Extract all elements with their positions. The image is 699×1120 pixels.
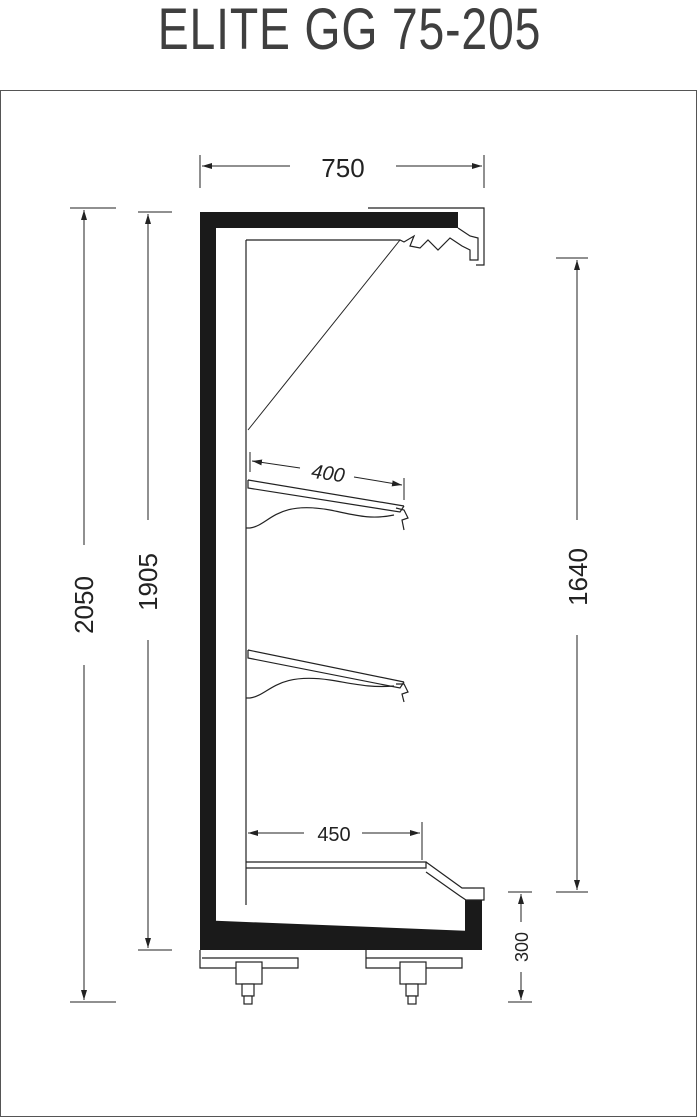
dimension-base-depth: [245, 822, 423, 860]
dimension-shelf-depth: [249, 452, 405, 500]
drawing-frame: [0, 90, 697, 1117]
dimension-shelf-depth-label: 400: [310, 461, 346, 487]
dimension-total-height-label: 2050: [69, 576, 99, 634]
dimension-base-height: [508, 891, 532, 1003]
dimension-inner-height: [138, 211, 172, 951]
dimension-opening-height: [556, 257, 588, 893]
canopy-profile: [245, 207, 485, 905]
dimension-opening-height-label: 1640: [563, 548, 593, 606]
dimension-base-depth-label: 450: [317, 824, 350, 846]
cabinet-base-inner-edge: [215, 919, 466, 931]
shelf-lower: [246, 649, 409, 703]
feet: [199, 950, 463, 1005]
dimension-width-top-label: 750: [321, 153, 364, 183]
dimension-total-height: [70, 207, 116, 1003]
light-beam-line: [247, 239, 401, 431]
dimension-width-top: [199, 155, 485, 188]
shelf-upper: [246, 479, 409, 531]
base-deck: [246, 861, 485, 901]
dimension-base-height-label: 300: [512, 932, 532, 962]
diagram-title: ELITE GG 75-205: [157, 0, 542, 62]
dimension-inner-height-label: 1905: [133, 553, 163, 611]
